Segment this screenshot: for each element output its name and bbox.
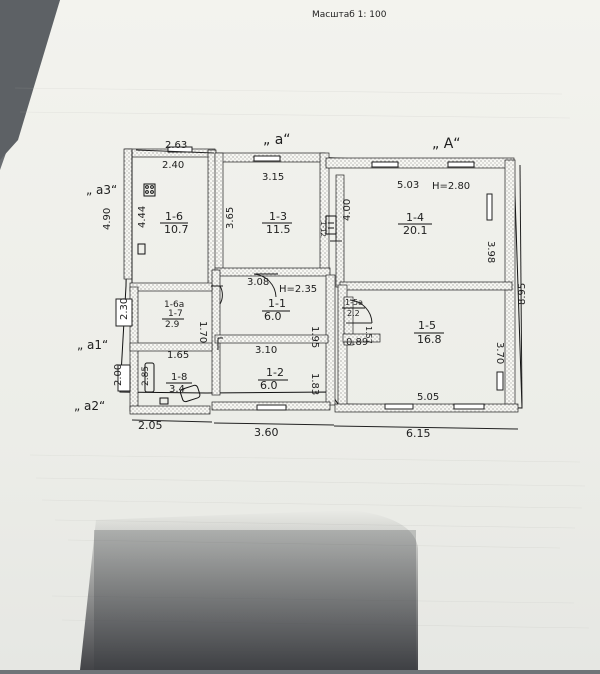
zone-a-label: „ а“ xyxy=(263,132,291,148)
dimensions: 2.63 2.40 3.15 5.03 H=2.80 4.90 4.44 3.6… xyxy=(102,140,528,440)
dim-2-85: 2.85 xyxy=(141,366,151,386)
dim-1-57: 1.57 xyxy=(364,326,373,344)
dim-2-30: 2.30 xyxy=(119,298,130,320)
dim-0-89: 0.89 xyxy=(346,337,368,348)
dim-3-15: 3.15 xyxy=(262,172,284,183)
dim-4-00: 4.00 xyxy=(342,199,353,221)
dim-3-65: 3.65 xyxy=(225,207,236,229)
room-1-3-area: 11.5 xyxy=(266,223,291,236)
room-1-6-area: 10.7 xyxy=(164,223,189,236)
dim-2-05: 2.05 xyxy=(138,419,163,432)
room-1-5-area: 16.8 xyxy=(417,333,442,346)
zone-A-label: „ А“ xyxy=(432,136,461,152)
shadow-overlay xyxy=(94,530,416,670)
dim-4-44: 4.44 xyxy=(137,206,148,228)
dim-4-90: 4.90 xyxy=(102,208,113,230)
dim-6-15: 6.15 xyxy=(406,427,431,440)
dim-1-70: 1.70 xyxy=(197,321,208,343)
dimension-lines xyxy=(131,149,523,430)
dim-3-60: 3.60 xyxy=(254,426,279,439)
room-1-7-area: 2.9 xyxy=(165,320,180,330)
scale-label: Масштаб 1: 100 xyxy=(312,10,387,20)
room-1-2-number: 1-2 xyxy=(266,366,284,379)
dim-1-83: 1.83 xyxy=(309,373,320,395)
dim-2-40: 2.40 xyxy=(162,160,184,171)
zone-a3-label: „ а3“ xyxy=(86,183,117,197)
zone-a2-label: „ а2“ xyxy=(74,399,105,413)
dim-3-08: 3.08 xyxy=(247,277,269,288)
room-1-8-number: 1-8 xyxy=(171,372,187,383)
phone-shadow xyxy=(80,510,418,670)
room-1-1-area: 6.0 xyxy=(264,310,282,323)
walls xyxy=(119,148,523,415)
windows-and-doors xyxy=(115,146,504,411)
room-1-12-number: 1-12 xyxy=(319,221,327,237)
room-labels: 1-6 10.7 1-3 11.5 1-4 20.1 1-1 6.0 1-2 6… xyxy=(160,210,444,395)
dim-5-05: 5.05 xyxy=(417,392,439,403)
room-1-6-number: 1-6 xyxy=(165,210,183,223)
dim-8-95: 8.95 xyxy=(517,283,528,305)
dim-3-10: 3.10 xyxy=(255,345,277,356)
room-1-1-number: 1-1 xyxy=(268,297,286,310)
height-2-80: H=2.80 xyxy=(432,181,470,192)
room-1-7-number: 1-7 xyxy=(168,309,183,319)
dim-5-03: 5.03 xyxy=(397,180,419,191)
dim-2-63: 2.63 xyxy=(165,140,187,151)
dim-1-95: 1.95 xyxy=(309,326,320,348)
room-1-3-number: 1-3 xyxy=(269,210,287,223)
page-fold-shadow xyxy=(0,0,60,160)
fixtures xyxy=(137,183,337,405)
dim-1-65: 1.65 xyxy=(167,350,189,361)
zone-a1-label: „ а1“ xyxy=(77,338,108,352)
room-1-8-area: 3.4 xyxy=(169,384,185,395)
room-1-4-area: 20.1 xyxy=(403,224,428,237)
room-1-5a-number: 1-5а xyxy=(345,298,363,307)
room-1-5-number: 1-5 xyxy=(418,319,436,332)
dim-2-00: 2.00 xyxy=(113,364,124,386)
room-1-6a-number: 1-6а xyxy=(164,300,184,310)
dim-3-70: 3.70 xyxy=(494,342,505,364)
room-1-5a-area: 2.2 xyxy=(347,309,360,318)
room-1-4-number: 1-4 xyxy=(406,211,424,224)
height-2-35: H=2.35 xyxy=(279,284,317,295)
dim-3-98: 3.98 xyxy=(485,241,496,263)
room-1-2-area: 6.0 xyxy=(260,379,278,392)
